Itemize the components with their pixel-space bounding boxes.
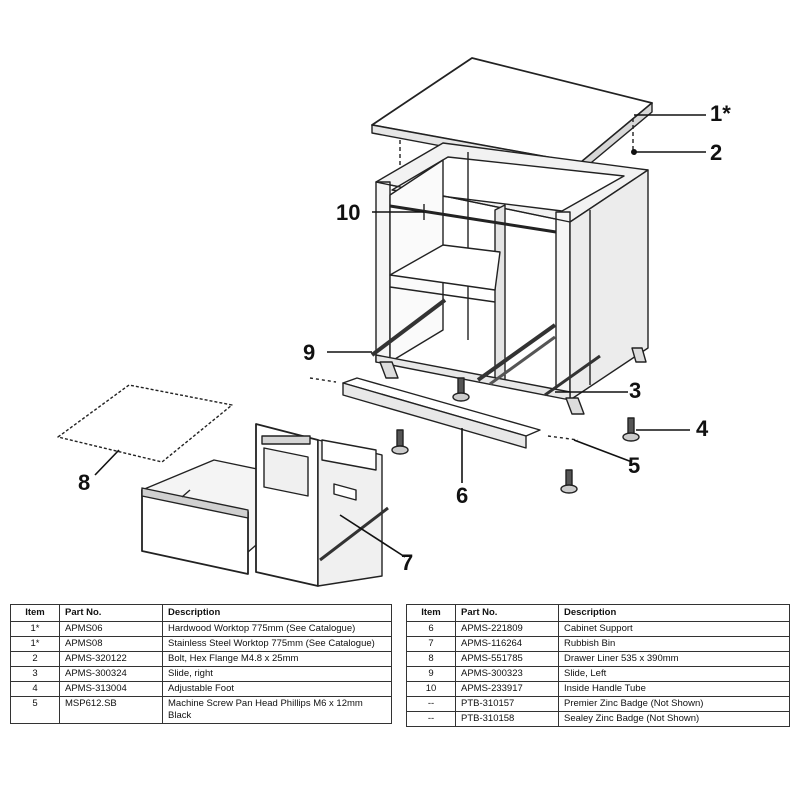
drawer-liner-part	[57, 384, 233, 463]
exploded-view-diagram: 1* 2 3 4 5 6 7 8 9 10	[57, 57, 731, 587]
cabinet-support-part	[309, 377, 579, 449]
adjustable-foot-parts	[391, 377, 640, 494]
table-row: -- PTB-310157 Premier Zinc Badge (Not Sh…	[406, 696, 790, 712]
callout-3: 3	[629, 378, 641, 403]
row-part-no: APMS-221809	[455, 621, 559, 637]
row-item: 6	[406, 621, 456, 637]
table-header-row: Item Part No. Description	[406, 604, 790, 622]
row-description: Premier Zinc Badge (Not Shown)	[558, 696, 790, 712]
row-description: Machine Screw Pan Head Phillips M6 x 12m…	[162, 696, 392, 724]
header-item: Item	[406, 604, 456, 622]
row-item: 3	[10, 666, 60, 682]
callout-9: 9	[303, 340, 315, 365]
row-item: 7	[406, 636, 456, 652]
row-part-no: APMS-320122	[59, 651, 163, 667]
drawer-part	[141, 459, 263, 575]
callout-7: 7	[401, 550, 413, 575]
row-description: Stainless Steel Worktop 775mm (See Catal…	[162, 636, 392, 652]
row-part-no: APMS08	[59, 636, 163, 652]
row-part-no: APMS-300323	[455, 666, 559, 682]
header-description: Description	[558, 604, 790, 622]
header-part-no: Part No.	[455, 604, 559, 622]
row-part-no: APMS-116264	[455, 636, 559, 652]
row-part-no: APMS-233917	[455, 681, 559, 697]
table-row: 2 APMS-320122 Bolt, Hex Flange M4.8 x 25…	[10, 651, 392, 667]
callout-4: 4	[696, 416, 709, 441]
row-item: 9	[406, 666, 456, 682]
parts-table-left: Item Part No. Description 1* APMS06 Hard…	[10, 604, 392, 724]
row-description: Cabinet Support	[558, 621, 790, 637]
row-description: Inside Handle Tube	[558, 681, 790, 697]
callout-2: 2	[710, 140, 722, 165]
row-part-no: MSP612.SB	[59, 696, 163, 724]
row-item: 10	[406, 681, 456, 697]
row-part-no: APMS-300324	[59, 666, 163, 682]
row-item: 1*	[10, 636, 60, 652]
callout-6: 6	[456, 483, 468, 508]
row-description: Sealey Zinc Badge (Not Shown)	[558, 711, 790, 727]
row-description: Rubbish Bin	[558, 636, 790, 652]
cabinet-frame	[375, 142, 649, 415]
table-header-row: Item Part No. Description	[10, 604, 392, 622]
row-description: Hardwood Worktop 775mm (See Catalogue)	[162, 621, 392, 637]
table-row: 9 APMS-300323 Slide, Left	[406, 666, 790, 682]
rubbish-bin-part	[255, 423, 389, 587]
table-row: 6 APMS-221809 Cabinet Support	[406, 621, 790, 637]
row-part-no: APMS-313004	[59, 681, 163, 697]
row-item: --	[406, 696, 456, 712]
row-item: 8	[406, 651, 456, 667]
row-part-no: PTB-310157	[455, 696, 559, 712]
row-description: Slide, right	[162, 666, 392, 682]
row-item: 4	[10, 681, 60, 697]
row-description: Slide, Left	[558, 666, 790, 682]
header-description: Description	[162, 604, 392, 622]
row-description: Bolt, Hex Flange M4.8 x 25mm	[162, 651, 392, 667]
row-item: --	[406, 711, 456, 727]
callout-8: 8	[78, 470, 90, 495]
row-item: 1*	[10, 621, 60, 637]
table-row: 4 APMS-313004 Adjustable Foot	[10, 681, 392, 697]
table-row: 1* APMS08 Stainless Steel Worktop 775mm …	[10, 636, 392, 652]
table-row: 3 APMS-300324 Slide, right	[10, 666, 392, 682]
callout-10: 10	[336, 200, 360, 225]
header-item: Item	[10, 604, 60, 622]
callout-1: 1*	[710, 101, 731, 126]
slide-parts	[370, 298, 601, 397]
table-row: -- PTB-310158 Sealey Zinc Badge (Not Sho…	[406, 711, 790, 727]
parts-table-right: Item Part No. Description 6 APMS-221809 …	[406, 604, 790, 727]
row-part-no: APMS-551785	[455, 651, 559, 667]
row-item: 5	[10, 696, 60, 724]
table-row: 8 APMS-551785 Drawer Liner 535 x 390mm	[406, 651, 790, 667]
table-row: 1* APMS06 Hardwood Worktop 775mm (See Ca…	[10, 621, 392, 637]
row-item: 2	[10, 651, 60, 667]
table-row: 7 APMS-116264 Rubbish Bin	[406, 636, 790, 652]
table-row: 10 APMS-233917 Inside Handle Tube	[406, 681, 790, 697]
table-row: 5 MSP612.SB Machine Screw Pan Head Phill…	[10, 696, 392, 724]
row-part-no: APMS06	[59, 621, 163, 637]
row-part-no: PTB-310158	[455, 711, 559, 727]
row-description: Adjustable Foot	[162, 681, 392, 697]
row-description: Drawer Liner 535 x 390mm	[558, 651, 790, 667]
callout-5: 5	[628, 453, 640, 478]
header-part-no: Part No.	[59, 604, 163, 622]
